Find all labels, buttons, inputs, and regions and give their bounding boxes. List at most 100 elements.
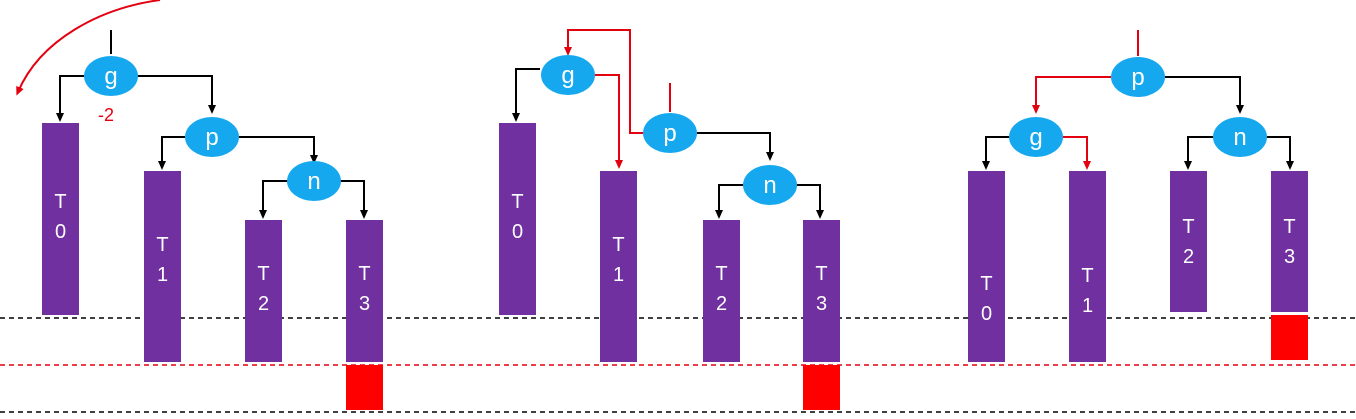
p1-node-g-shape <box>84 56 138 96</box>
p1-node-n-label: n <box>307 168 320 195</box>
p1-bar-T0-label-index: 0 <box>55 221 66 243</box>
p1-bar-T2-shape <box>245 220 282 362</box>
p3-bar-T2-shape <box>1170 171 1207 312</box>
p1-bar-T0-label-letter: T <box>54 191 66 213</box>
p3-bar-T1-label-letter: T <box>1081 265 1093 287</box>
p1-edge-g-T0 <box>56 75 84 122</box>
p2-bar-T3-overflow <box>803 365 840 410</box>
p2-bar-T2-shape <box>703 220 740 362</box>
p1-edge-n-T3 <box>340 180 368 219</box>
p3-node-n-shape <box>1213 117 1267 157</box>
p2-node-n: n <box>743 165 797 205</box>
p2-bar-T3-shape <box>803 220 840 362</box>
p3-edge-g-T1 <box>1063 136 1091 170</box>
p2-edge-n-T2 <box>715 184 743 219</box>
p2-edge-p-n <box>697 132 774 161</box>
p3-bar-T3-label-letter: T <box>1283 216 1295 238</box>
p1-bar-T3-shape <box>346 220 383 362</box>
p2-bar-T2-label-letter: T <box>715 263 727 285</box>
p2-bar-T2: T2 <box>703 220 740 362</box>
p2-edge-g-T1 <box>595 74 623 169</box>
p3-bar-T0-label-index: 0 <box>981 303 992 325</box>
p1-bar-T1-label-letter: T <box>156 234 168 256</box>
tree-nodes: g p n g p n p g n <box>84 55 1267 205</box>
p2-bar-T3-label-letter: T <box>815 263 827 285</box>
p2-bar-T0-label-index: 0 <box>512 221 523 243</box>
p1-bar-T3-label-letter: T <box>358 263 370 285</box>
p2-edge-n-T3 <box>796 184 824 219</box>
p3-bar-T2: T2 <box>1170 171 1207 312</box>
rotation-arrow <box>16 0 161 96</box>
balance-factor-label: -2 <box>98 105 114 125</box>
p3-node-g: g <box>1009 117 1063 157</box>
p1-bar-T2-label-index: 2 <box>258 293 269 315</box>
p3-edge-g-T0 <box>982 136 1010 170</box>
p3-bar-T1-label-index: 1 <box>1082 295 1093 317</box>
p3-node-g-label: g <box>1029 124 1042 151</box>
p1-bar-T3-overflow <box>346 365 383 410</box>
p3-node-p-shape <box>1111 57 1165 97</box>
p2-bar-T2-label-index: 2 <box>716 293 727 315</box>
p1-node-p: p <box>185 117 239 157</box>
p1-bar-T0: T0 <box>42 123 79 315</box>
p1-bar-T2: T2 <box>245 220 282 362</box>
p1-bar-T1-shape <box>144 171 181 362</box>
p3-edge-p-g <box>1032 76 1111 114</box>
p2-bar-T1: T1 <box>600 171 637 362</box>
p3-node-p-label: p <box>1131 64 1144 91</box>
p1-node-g-label: g <box>104 63 117 90</box>
p2-bar-T3-label-index: 3 <box>816 293 827 315</box>
p3-node-p: p <box>1111 57 1165 97</box>
p3-node-n-label: n <box>1233 124 1246 151</box>
p3-bar-T0: T0 <box>968 171 1005 362</box>
p2-bar-T3: T3 <box>803 220 840 362</box>
p3-edge-n-T3 <box>1267 136 1294 170</box>
p3-bar-T3-shape <box>1271 171 1308 312</box>
p2-node-g: g <box>541 55 595 95</box>
p1-bar-T2-label-letter: T <box>257 263 269 285</box>
p3-bar-T3: T3 <box>1271 171 1308 312</box>
p1-node-n: n <box>287 161 341 201</box>
p2-bar-T1-shape <box>600 171 637 362</box>
p1-edge-p-T1 <box>158 136 185 170</box>
p2-node-p: p <box>643 113 697 153</box>
p3-bar-T2-label-index: 2 <box>1183 246 1194 268</box>
p2-node-g-label: g <box>561 62 574 89</box>
p1-node-p-shape <box>185 117 239 157</box>
p3-edge-p-n <box>1165 76 1244 114</box>
p2-node-g-shape <box>541 55 595 95</box>
p2-bar-T0: T0 <box>499 123 536 315</box>
p1-bar-T3-label-index: 3 <box>359 293 370 315</box>
p2-edge-p-g <box>564 29 644 134</box>
p1-bar-T1: T1 <box>144 171 181 362</box>
p2-edge-g-T0 <box>512 68 540 122</box>
p1-node-n-shape <box>287 161 341 201</box>
connector-lines <box>16 0 1294 219</box>
p2-bar-T1-label-letter: T <box>612 234 624 256</box>
p1-bar-T3: T3 <box>346 220 383 362</box>
p3-bar-T2-label-letter: T <box>1182 216 1194 238</box>
p3-bar-T0-shape <box>968 171 1005 362</box>
p3-bar-T0-label-letter: T <box>980 273 992 295</box>
height-guide-lines <box>0 317 1356 413</box>
p1-edge-p-n <box>238 136 318 164</box>
p1-node-p-label: p <box>205 124 218 151</box>
p2-bar-T0-label-letter: T <box>511 191 523 213</box>
p3-bar-T1-shape <box>1069 171 1106 362</box>
annotations: -2 <box>98 105 114 125</box>
p2-node-n-label: n <box>763 172 776 199</box>
p2-node-p-shape <box>643 113 697 153</box>
p1-edge-g-p <box>138 75 216 114</box>
p3-node-n: n <box>1213 117 1267 157</box>
p3-edge-n-T2 <box>1184 136 1213 170</box>
p1-bar-T0-shape <box>42 123 79 315</box>
p3-node-g-shape <box>1009 117 1063 157</box>
p3-bar-T1: T1 <box>1069 171 1106 362</box>
p2-bar-T1-label-index: 1 <box>613 264 624 286</box>
p2-node-p-label: p <box>663 120 676 147</box>
p3-bar-T3-label-index: 3 <box>1284 246 1295 268</box>
p2-node-n-shape <box>743 165 797 205</box>
p1-node-g: g <box>84 56 138 96</box>
p1-bar-T1-label-index: 1 <box>157 264 168 286</box>
